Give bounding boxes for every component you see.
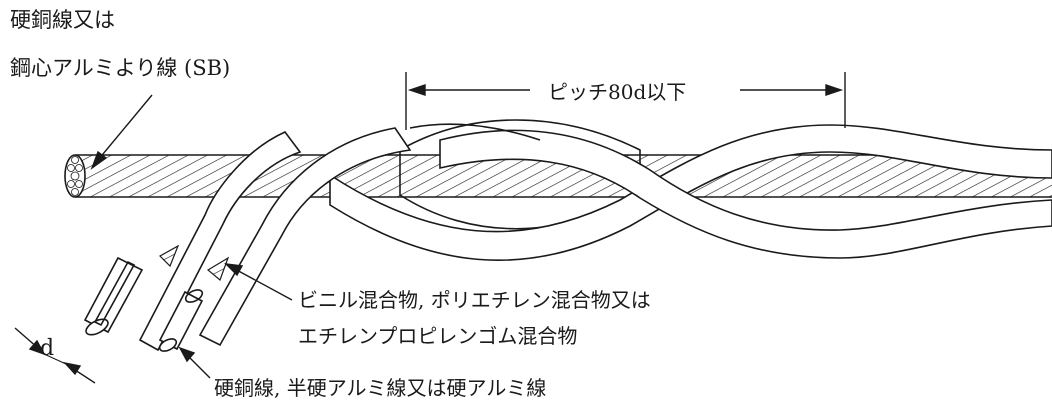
messenger-label-line2: 鋼心アルミより線 (SB): [10, 56, 231, 80]
conductor-ends: [83, 256, 204, 352]
conductor-label: 硬銅線, 半硬アルミ線又は硬アルミ線: [214, 376, 547, 400]
leader-arrows: [14, 94, 293, 384]
insulation-label-line1: ビニル混合物, ポリエチレン混合物又は: [298, 288, 651, 312]
pitch-label: ピッチ80d以下: [548, 80, 687, 104]
twisted-conductors: [138, 119, 1052, 352]
insulation-label-line2: エチレンプロピレンゴム混合物: [298, 324, 578, 348]
insulation-cutaway-marks: [159, 244, 230, 282]
messenger-label-line1: 硬銅線又は: [10, 8, 115, 32]
diameter-symbol: d: [40, 336, 55, 361]
pitch-dimension: [405, 72, 846, 130]
